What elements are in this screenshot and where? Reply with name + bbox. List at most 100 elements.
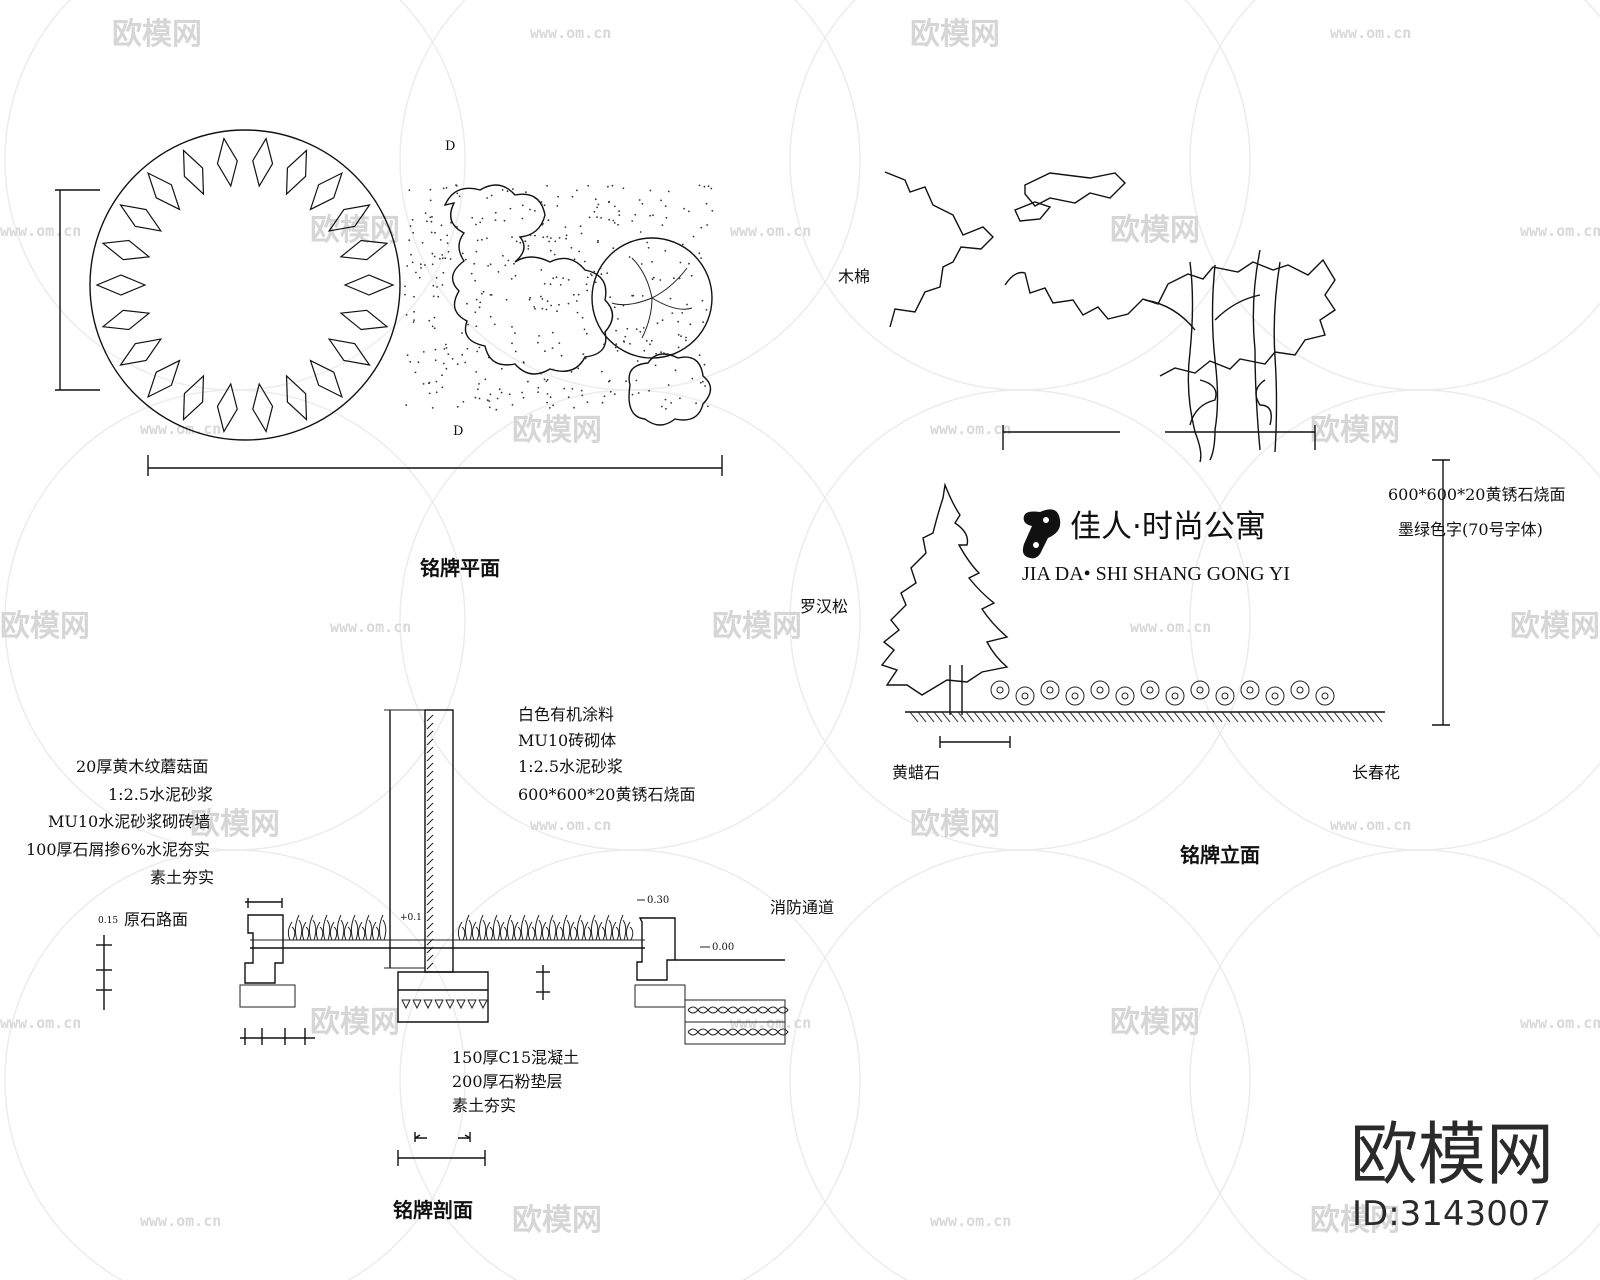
diamond-mark: [285, 148, 308, 196]
hatch-line: [426, 738, 434, 746]
stipple-dot: [521, 204, 524, 207]
stipple-dot: [583, 328, 586, 331]
stipple-dot: [442, 362, 445, 365]
hatch-line: [426, 922, 434, 930]
stipple-dot: [511, 326, 513, 328]
stipple-dot: [484, 378, 487, 381]
grass-blade: [315, 921, 324, 941]
stipple-dot: [558, 303, 560, 306]
wall-footing: [397, 971, 489, 1023]
flower-center: [1321, 692, 1329, 700]
hatch-line: [426, 882, 434, 890]
grass-blade: [301, 921, 310, 941]
stipple-dot: [586, 276, 589, 279]
stipple-dot: [597, 203, 600, 206]
stipple-dot: [586, 289, 588, 292]
stipple-dot: [433, 327, 436, 330]
flower-mark: [1290, 680, 1310, 700]
stipple-dot: [640, 263, 643, 265]
section-left-road: 原石路面: [124, 910, 188, 929]
stipple-dot: [435, 380, 438, 383]
grass-blade: [371, 921, 380, 941]
elev-ground: 0.00: [712, 942, 734, 953]
stipple-dot: [501, 189, 504, 191]
stipple-dot: [537, 341, 539, 344]
stipple-dot: [593, 270, 596, 273]
watermark-brand: 欧模网: [190, 807, 280, 842]
stipple-dot: [404, 293, 406, 296]
hatch-line: [909, 711, 919, 723]
stipple-dot: [690, 274, 693, 277]
stipple-dot: [466, 347, 469, 350]
stipple-dot: [577, 367, 580, 370]
stipple-dot: [585, 283, 588, 286]
lane-mark: [777, 1006, 789, 1014]
stipple-dot: [406, 265, 409, 267]
stipple-dot: [664, 249, 667, 252]
watermark-url: www.om.cn: [730, 222, 811, 240]
stipple-dot: [458, 195, 461, 198]
hatch-line: [426, 786, 434, 794]
stipple-dot: [652, 214, 654, 217]
diamond-mark: [343, 274, 395, 296]
stipple-dot: [482, 290, 485, 293]
lane-mark: [757, 1006, 769, 1014]
hatch-line: [1085, 711, 1095, 723]
hatch-line: [1237, 711, 1247, 723]
section-bottom-note: 素土夯实: [452, 1096, 516, 1115]
hatch-line: [1269, 711, 1279, 723]
stipple-dot: [577, 293, 580, 296]
watermark-url: www.om.cn: [1330, 816, 1411, 834]
label-fire-lane: 消防通道: [770, 898, 834, 917]
stipple-dot: [537, 391, 539, 393]
stipple-dot: [439, 257, 441, 260]
stipple-dot: [443, 348, 446, 350]
stipple-dot: [441, 374, 443, 377]
grass-blade: [322, 914, 331, 941]
stipple-dot: [462, 400, 465, 403]
watermark-brand: 欧模网: [910, 17, 1000, 52]
stipple-dot: [649, 214, 651, 217]
grass-blade: [527, 921, 536, 941]
stipple-dot: [549, 249, 552, 252]
grass-blade: [513, 921, 522, 941]
hatch-line: [1197, 711, 1207, 723]
stipple-dot: [581, 394, 584, 397]
stipple-dot: [545, 308, 548, 311]
stipple-dot: [429, 199, 432, 202]
stipple-dot: [701, 299, 704, 302]
stipple-dot: [422, 351, 425, 353]
hatch-line: [426, 906, 434, 914]
diamond-mark: [95, 274, 147, 296]
stipple-dot: [601, 401, 604, 404]
stipple-dot: [479, 301, 482, 304]
stipple-dot: [617, 223, 619, 226]
stipple-dot: [558, 237, 561, 239]
stipple-dot: [654, 356, 656, 359]
right-curb: [636, 917, 676, 981]
dim-label-top: D: [445, 139, 455, 154]
gravel-mark: [478, 999, 488, 1010]
stipple-dot: [415, 271, 417, 274]
stipple-dot: [552, 277, 555, 280]
hatch-line: [1301, 711, 1311, 723]
hatch-line: [997, 711, 1007, 723]
section-left-note: 1:2.5水泥砂浆: [108, 785, 213, 804]
plaque-disc: [89, 129, 401, 441]
stipple-dot: [447, 250, 450, 253]
stipple-dot: [496, 397, 499, 400]
grass-blade: [562, 914, 571, 941]
stipple-dot: [597, 239, 599, 242]
watermark-url: www.om.cn: [530, 24, 611, 42]
grass-blade: [604, 914, 613, 941]
hatch-line: [1149, 711, 1159, 723]
grass-blade: [499, 921, 508, 941]
stipple-dot: [554, 240, 557, 243]
grass-blade: [548, 914, 557, 941]
stipple-dot: [417, 361, 420, 364]
stipple-dot: [665, 216, 668, 219]
hatch-line: [426, 810, 434, 818]
stipple-dot: [540, 269, 543, 271]
stipple-dot: [635, 379, 638, 382]
stipple-dot: [632, 294, 635, 297]
